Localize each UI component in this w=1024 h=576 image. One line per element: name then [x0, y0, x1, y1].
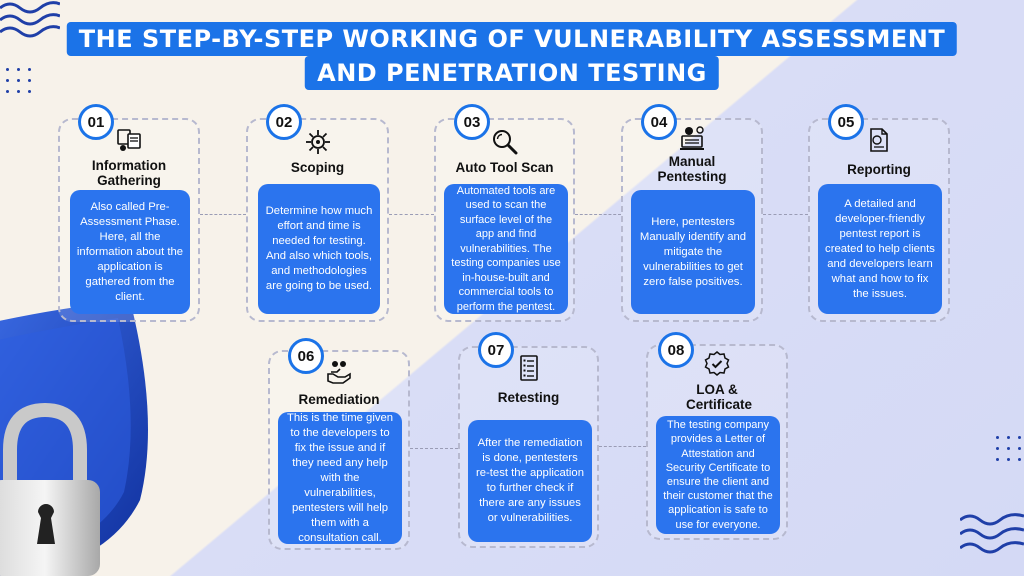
title-banner: THE STEP-BY-STEP WORKING OF VULNERABILIT… [66, 22, 958, 90]
step-card-01: 01 Information Gathering Also called Pre… [58, 104, 200, 322]
info-gathering-icon [117, 129, 141, 151]
step-title: Reporting [847, 162, 911, 177]
step-number-badge: 05 [828, 104, 864, 140]
shield-padlock-icon [0, 300, 149, 576]
step-card-02: 02 Scoping Determine how much effort and… [246, 104, 389, 322]
dots-decoration-left [6, 68, 31, 93]
computer-user-icon [680, 126, 704, 150]
step-description: A detailed and developer-friendly pentes… [818, 184, 942, 314]
wave-decoration-bottom-right [960, 513, 1024, 554]
certificate-badge-icon [704, 351, 730, 376]
step-card-08: 08 LOA & Certificate The testing company… [646, 332, 788, 540]
step-description: This is the time given to the developers… [278, 412, 402, 544]
checklist-icon [519, 355, 538, 381]
step-card-04: 04 Manual Pentesting Here, pentesters Ma… [621, 104, 763, 322]
step-description: The testing company provides a Letter of… [656, 416, 780, 534]
step-number-badge: 07 [478, 332, 514, 368]
step-description: Automated tools are used to scan the sur… [444, 184, 568, 314]
helping-hand-icon [327, 361, 351, 384]
connector-4-5 [763, 214, 808, 215]
step-card-03: 03 Auto Tool Scan Automated tools are us… [434, 104, 575, 322]
wave-decoration-top-left [0, 1, 60, 38]
connector-1-2 [200, 214, 246, 215]
step-number-badge: 08 [658, 332, 694, 368]
gear-scope-icon [305, 130, 330, 154]
connector-3-4 [575, 214, 621, 215]
step-title: Remediation [298, 392, 380, 407]
step-description: Also called Pre-Assessment Phase. Here, … [70, 190, 190, 314]
step-description: Here, pentesters Manually identify and m… [631, 190, 755, 314]
step-title: Retesting [497, 390, 560, 405]
connector-7-8 [599, 446, 646, 447]
step-title: LOA & Certificate [686, 382, 753, 412]
step-card-06: 06 Remediation This is the time given to… [268, 338, 410, 550]
magnifier-icon [492, 130, 517, 155]
step-title: Scoping [290, 160, 345, 175]
step-description: After the remediation is done, pentester… [468, 420, 592, 542]
report-document-icon [870, 128, 888, 152]
step-description: Determine how much effort and time is ne… [258, 184, 380, 314]
step-number-badge: 03 [454, 104, 490, 140]
connector-6-7 [410, 448, 458, 449]
step-number-badge: 06 [288, 338, 324, 374]
step-title: Information Gathering [91, 158, 167, 188]
title-line-1: THE STEP-BY-STEP WORKING OF VULNERABILIT… [66, 22, 958, 56]
step-card-05: 05 Reporting A detailed and developer-fr… [808, 104, 950, 322]
dots-decoration-right [996, 436, 1021, 461]
step-number-badge: 02 [266, 104, 302, 140]
step-number-badge: 01 [78, 104, 114, 140]
title-line-2: AND PENETRATION TESTING [305, 56, 719, 90]
step-title: Manual Pentesting [657, 154, 727, 184]
connector-2-3 [389, 214, 434, 215]
step-card-07: 07 Retesting After the remediation is do… [458, 332, 599, 548]
step-number-badge: 04 [641, 104, 677, 140]
step-title: Auto Tool Scan [455, 160, 554, 175]
